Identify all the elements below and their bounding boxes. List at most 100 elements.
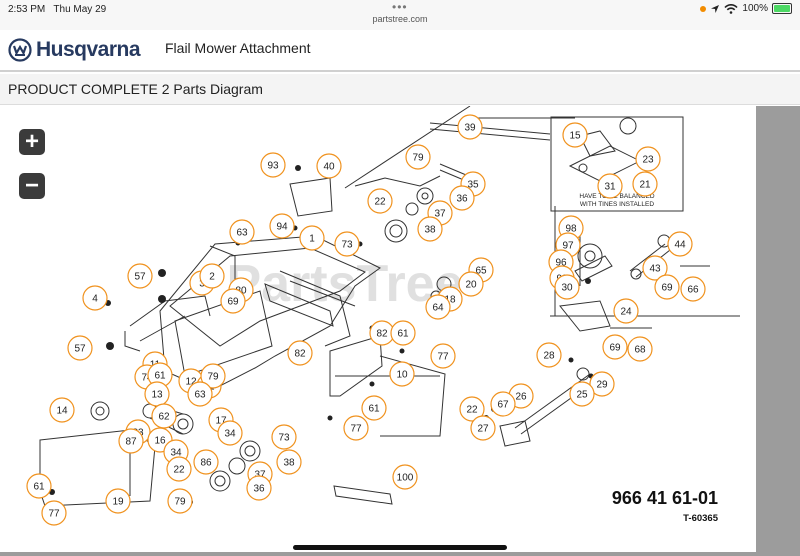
- callout-label[interactable]: 86: [200, 458, 212, 469]
- callout-label[interactable]: 67: [497, 400, 509, 411]
- callout-label[interactable]: 13: [151, 390, 163, 401]
- callout-ring[interactable]: [276, 449, 302, 475]
- part-callout-20[interactable]: 20: [458, 271, 484, 297]
- part-callout-61[interactable]: 61: [26, 473, 52, 499]
- callout-label[interactable]: 37: [434, 209, 446, 220]
- callout-label[interactable]: 98: [565, 224, 577, 235]
- callout-ring[interactable]: [105, 488, 131, 514]
- callout-ring[interactable]: [562, 122, 588, 148]
- part-callout-15[interactable]: 15: [562, 122, 588, 148]
- callout-ring[interactable]: [613, 298, 639, 324]
- part-callout-38[interactable]: 38: [276, 449, 302, 475]
- callout-label[interactable]: 82: [294, 349, 306, 360]
- callout-ring[interactable]: [166, 456, 192, 482]
- part-callout-43[interactable]: 43: [642, 255, 668, 281]
- callout-label[interactable]: 17: [215, 416, 227, 427]
- callout-label[interactable]: 97: [562, 241, 574, 252]
- callout-label[interactable]: 61: [368, 404, 380, 415]
- diagram-viewer[interactable]: PartsTree: [0, 106, 800, 556]
- callout-ring[interactable]: [271, 424, 297, 450]
- callout-ring[interactable]: [118, 428, 144, 454]
- part-callout-69[interactable]: 69: [654, 274, 680, 300]
- callout-label[interactable]: 2: [209, 272, 215, 283]
- callout-label[interactable]: 38: [424, 225, 436, 236]
- callout-ring[interactable]: [449, 185, 475, 211]
- callout-ring[interactable]: [654, 274, 680, 300]
- callout-label[interactable]: 19: [112, 497, 124, 508]
- husqvarna-logo[interactable]: Husqvarna: [8, 37, 141, 63]
- parts-diagram[interactable]: PartsTree: [0, 106, 756, 552]
- callout-label[interactable]: 66: [687, 285, 699, 296]
- callout-ring[interactable]: [151, 403, 177, 429]
- callout-ring[interactable]: [457, 114, 483, 140]
- callout-ring[interactable]: [187, 381, 213, 407]
- part-callout-22[interactable]: 22: [367, 188, 393, 214]
- callout-label[interactable]: 10: [396, 370, 408, 381]
- part-callout-44[interactable]: 44: [667, 231, 693, 257]
- callout-label[interactable]: 26: [515, 392, 527, 403]
- callout-ring[interactable]: [82, 285, 108, 311]
- callout-ring[interactable]: [287, 340, 313, 366]
- callout-ring[interactable]: [459, 396, 485, 422]
- callout-ring[interactable]: [632, 171, 658, 197]
- callout-label[interactable]: 36: [253, 484, 265, 495]
- part-callout-22[interactable]: 22: [459, 396, 485, 422]
- callout-label[interactable]: 93: [267, 161, 279, 172]
- callout-label[interactable]: 94: [276, 222, 288, 233]
- callout-label[interactable]: 57: [134, 272, 146, 283]
- part-callout-73[interactable]: 73: [334, 231, 360, 257]
- callout-label[interactable]: 69: [227, 297, 239, 308]
- part-callout-14[interactable]: 14: [49, 397, 75, 423]
- callout-label[interactable]: 57: [74, 344, 86, 355]
- callout-label[interactable]: 63: [194, 390, 206, 401]
- callout-label[interactable]: 4: [92, 294, 98, 305]
- callout-ring[interactable]: [392, 464, 418, 490]
- callout-ring[interactable]: [680, 276, 706, 302]
- zoom-out-button[interactable]: −: [19, 173, 45, 199]
- callout-label[interactable]: 34: [170, 448, 182, 459]
- callout-label[interactable]: 30: [561, 283, 573, 294]
- callout-label[interactable]: 69: [609, 343, 621, 354]
- part-callout-62[interactable]: 62: [151, 403, 177, 429]
- callout-ring[interactable]: [367, 188, 393, 214]
- callout-ring[interactable]: [602, 334, 628, 360]
- callout-ring[interactable]: [41, 500, 67, 526]
- callout-label[interactable]: 79: [207, 372, 219, 383]
- callout-ring[interactable]: [127, 263, 153, 289]
- callout-ring[interactable]: [667, 231, 693, 257]
- callout-ring[interactable]: [390, 320, 416, 346]
- callout-ring[interactable]: [299, 225, 325, 251]
- part-callout-64[interactable]: 64: [425, 294, 451, 320]
- callout-ring[interactable]: [67, 335, 93, 361]
- callout-ring[interactable]: [554, 274, 580, 300]
- callout-label[interactable]: 77: [350, 424, 362, 435]
- callout-ring[interactable]: [316, 153, 342, 179]
- part-callout-61[interactable]: 61: [361, 395, 387, 421]
- callout-label[interactable]: 61: [33, 482, 45, 493]
- callout-ring[interactable]: [635, 146, 661, 172]
- callout-ring[interactable]: [569, 381, 595, 407]
- part-callout-79[interactable]: 79: [167, 488, 193, 514]
- part-callout-87[interactable]: 87: [118, 428, 144, 454]
- callout-ring[interactable]: [334, 231, 360, 257]
- part-callout-22[interactable]: 22: [166, 456, 192, 482]
- part-callout-36[interactable]: 36: [449, 185, 475, 211]
- callout-label[interactable]: 25: [576, 390, 588, 401]
- callout-ring[interactable]: [199, 263, 225, 289]
- callout-label[interactable]: 35: [467, 180, 479, 191]
- callout-label[interactable]: 61: [154, 371, 166, 382]
- part-callout-36[interactable]: 36: [246, 475, 272, 501]
- callout-ring[interactable]: [26, 473, 52, 499]
- callout-ring[interactable]: [246, 475, 272, 501]
- callout-label[interactable]: 69: [661, 283, 673, 294]
- callout-label[interactable]: 21: [639, 180, 651, 191]
- callout-label[interactable]: 31: [604, 182, 616, 193]
- callout-ring[interactable]: [642, 255, 668, 281]
- part-callout-79[interactable]: 79: [405, 144, 431, 170]
- part-callout-61[interactable]: 61: [390, 320, 416, 346]
- part-callout-28[interactable]: 28: [536, 342, 562, 368]
- callout-label[interactable]: 36: [456, 194, 468, 205]
- part-callout-57[interactable]: 57: [127, 263, 153, 289]
- callout-label[interactable]: 87: [125, 437, 137, 448]
